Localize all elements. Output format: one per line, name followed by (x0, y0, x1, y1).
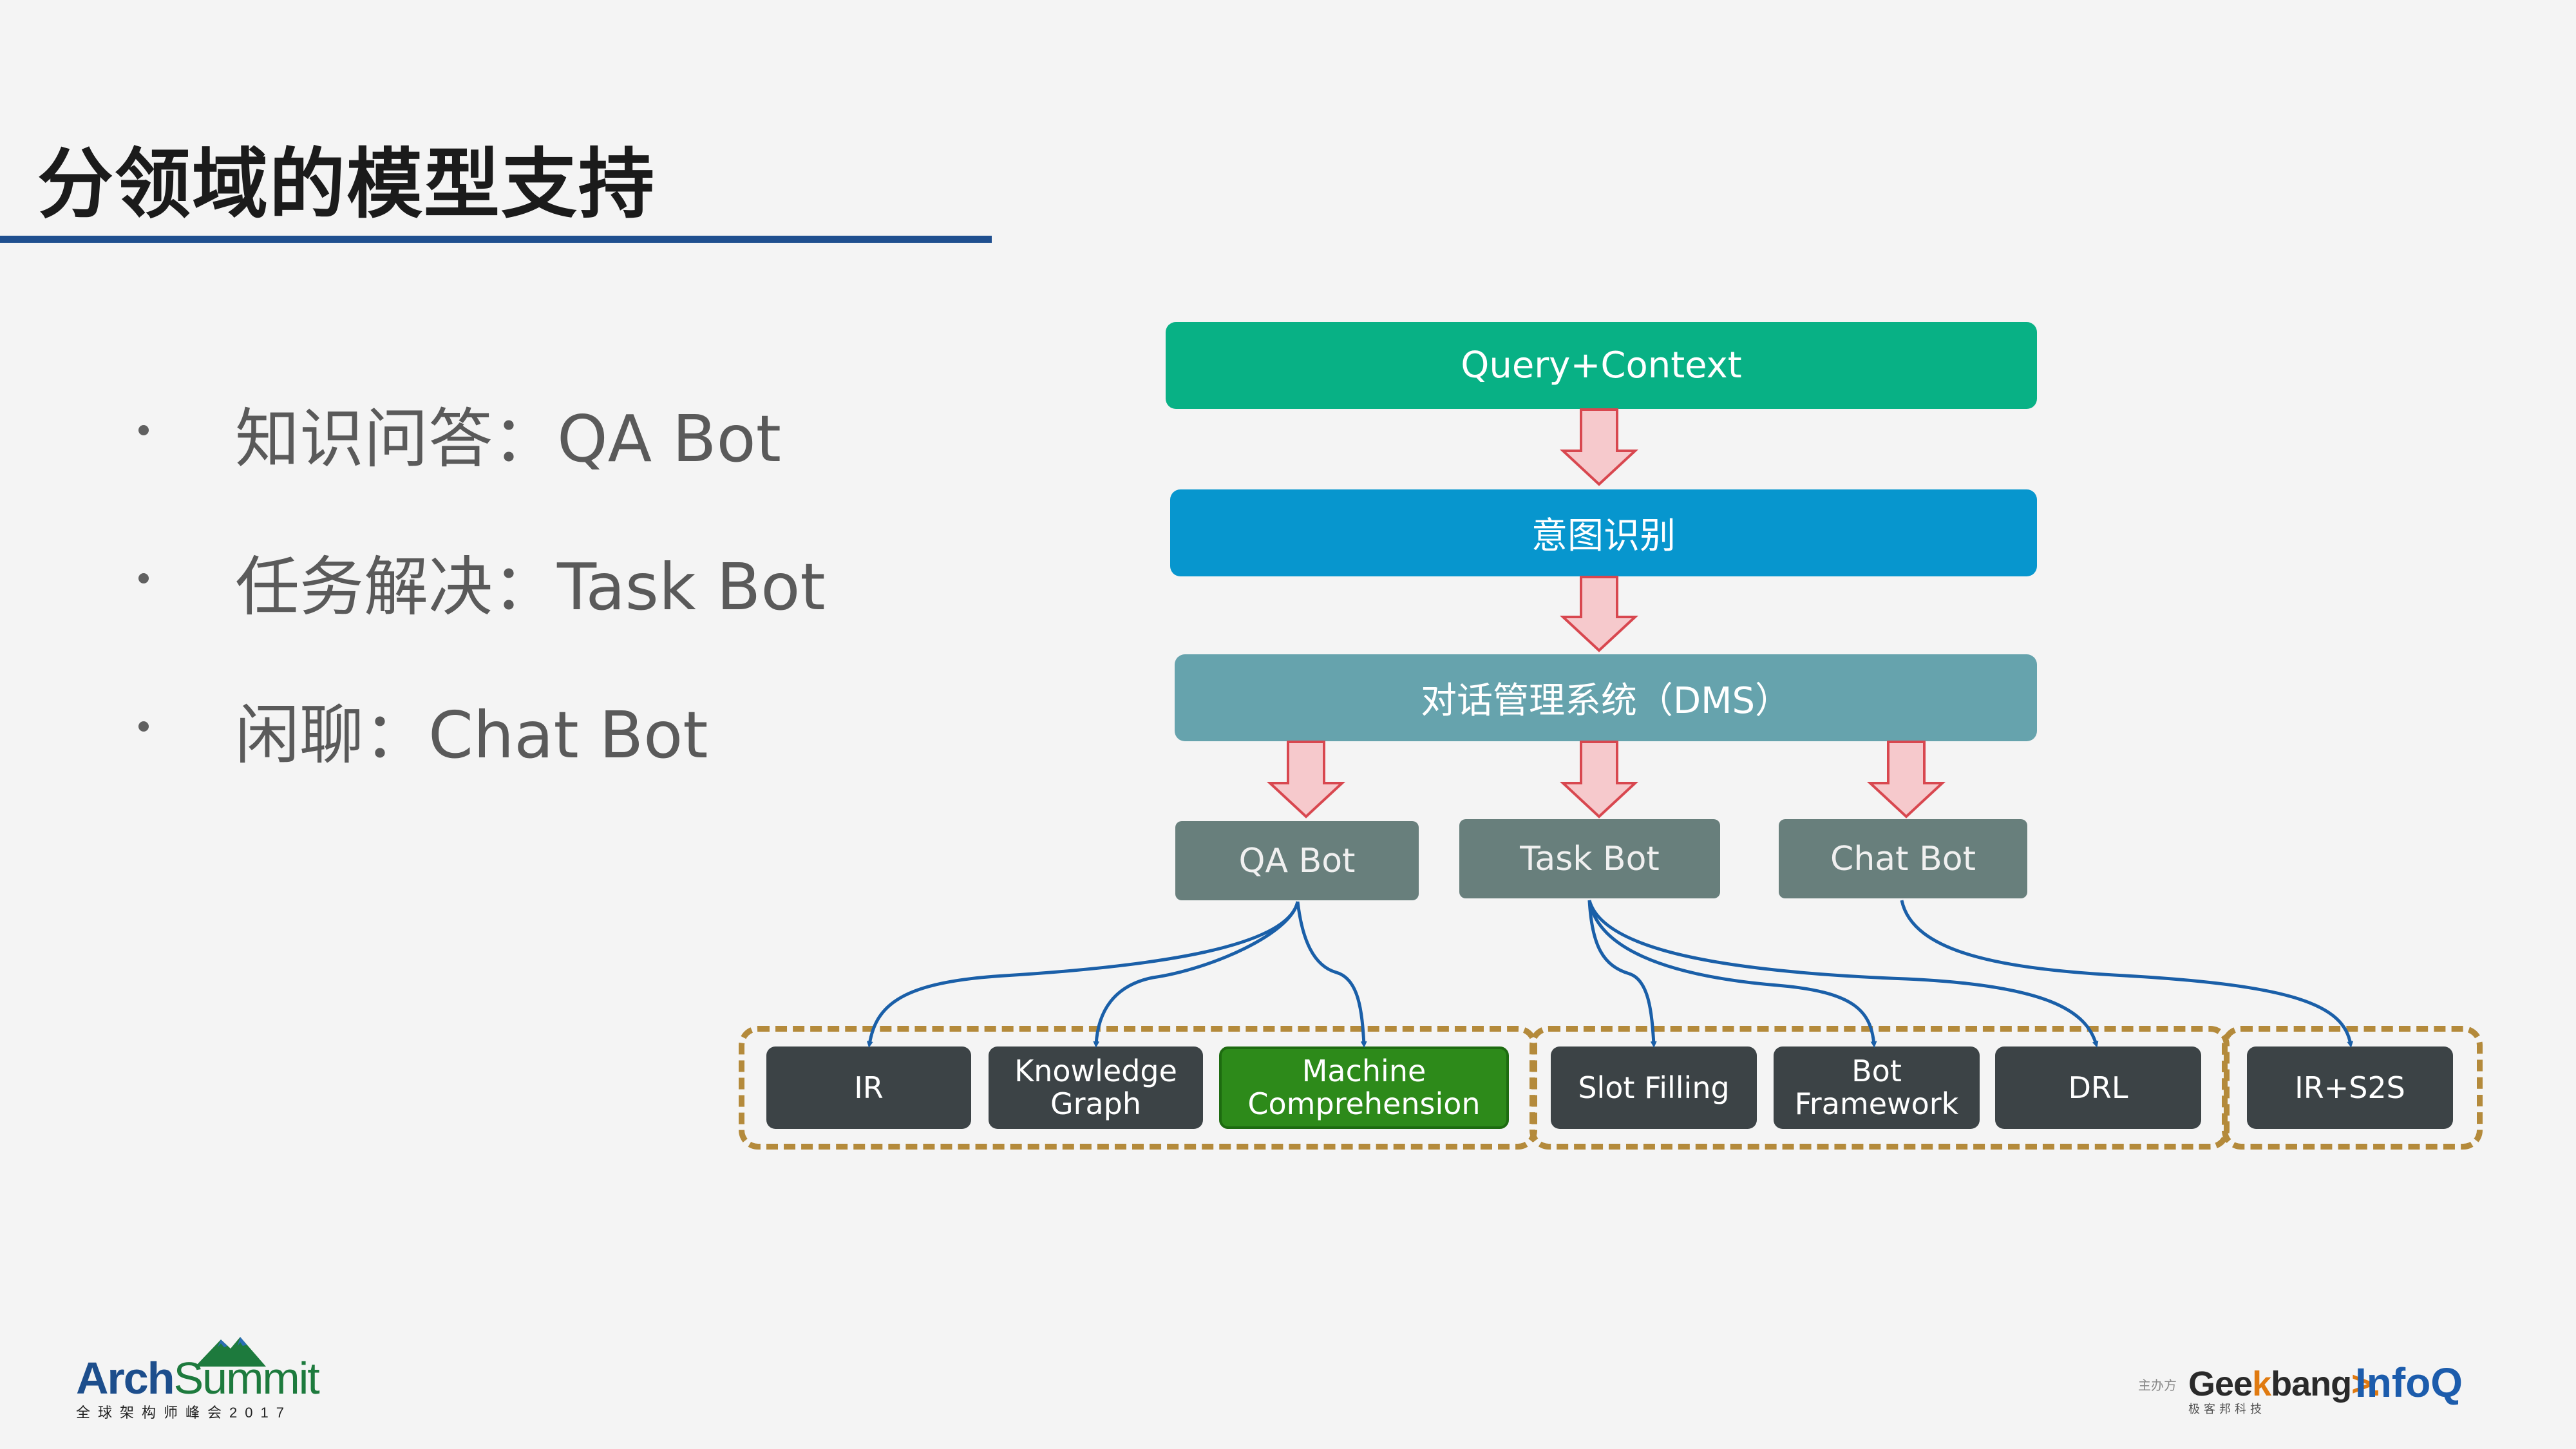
archsummit-subtitle: 全球架构师峰会2017 (76, 1405, 292, 1421)
leaf-ir: IR (766, 1046, 971, 1129)
query-context-node: Query+Context (1166, 322, 2037, 409)
geek-k-part: k (2252, 1365, 2271, 1403)
leaf-drl: DRL (1995, 1046, 2201, 1129)
bullet-text: 闲聊：Chat Bot (235, 697, 708, 773)
geekbang-subtitle: 极客邦科技 (2188, 1403, 2266, 1416)
dms-node: 对话管理系统（DMS） (1175, 654, 2037, 741)
intent-recognition-node: 意图识别 (1170, 489, 2037, 576)
mountain-icon (195, 1337, 266, 1367)
leaf-machine-comprehension: Machine Comprehension (1219, 1046, 1509, 1129)
bang-part: bang (2271, 1365, 2352, 1403)
geekbang-logo: Geekbang>. 极客邦科技 (2188, 1364, 2381, 1417)
connector-task-drl (1587, 900, 2099, 1048)
bullet-dot-icon (138, 573, 149, 583)
archsummit-name: ArchSummit (76, 1352, 320, 1404)
leaf-knowledge-graph: Knowledge Graph (989, 1046, 1203, 1129)
leaf-ir-s2s: IR+S2S (2247, 1046, 2453, 1129)
geek-gt-part: >. (2351, 1365, 2381, 1403)
down-arrow-dms-chat (1866, 741, 1946, 819)
arch-name-part: Arch (76, 1353, 175, 1403)
geek-part: Gee (2188, 1365, 2253, 1403)
connector-qa-kg (1093, 901, 1300, 1048)
page-title: 分领域的模型支持 (37, 140, 656, 229)
task-bot-node: Task Bot (1459, 819, 1720, 898)
bullet-text: 任务解决：Task Bot (235, 549, 826, 625)
down-arrow-query-intent (1559, 408, 1639, 486)
infoq-logo: InfoQ (2355, 1359, 2463, 1406)
archsummit-logo: ArchSummit 全球架构师峰会2017 (76, 1337, 320, 1422)
chat-group-frame (2222, 1026, 2483, 1150)
qa-bot-node: QA Bot (1175, 821, 1419, 900)
leaf-bot-framework: Bot Framework (1774, 1046, 1980, 1129)
connector-qa-ir (866, 901, 1300, 1048)
geekbang-name: Geekbang>. (2188, 1364, 2381, 1404)
down-arrow-intent-dms (1559, 576, 1639, 652)
bullet-dot-icon (138, 425, 149, 435)
connector-task-bf (1587, 900, 1877, 1048)
chat-bot-node: Chat Bot (1779, 819, 2027, 898)
sponsor-label: 主办方 (2138, 1378, 2177, 1393)
down-arrow-dms-qa (1266, 741, 1346, 819)
connector-qa-mc (1296, 901, 1367, 1048)
leaf-slot-filling: Slot Filling (1551, 1046, 1757, 1129)
title-underline (0, 236, 992, 243)
connector-chat-s2s (1900, 900, 2354, 1048)
down-arrow-dms-task (1559, 741, 1639, 819)
bullet-text: 知识问答：QA Bot (235, 401, 781, 477)
connector-task-slot (1587, 900, 1657, 1048)
bullet-dot-icon (138, 721, 149, 732)
